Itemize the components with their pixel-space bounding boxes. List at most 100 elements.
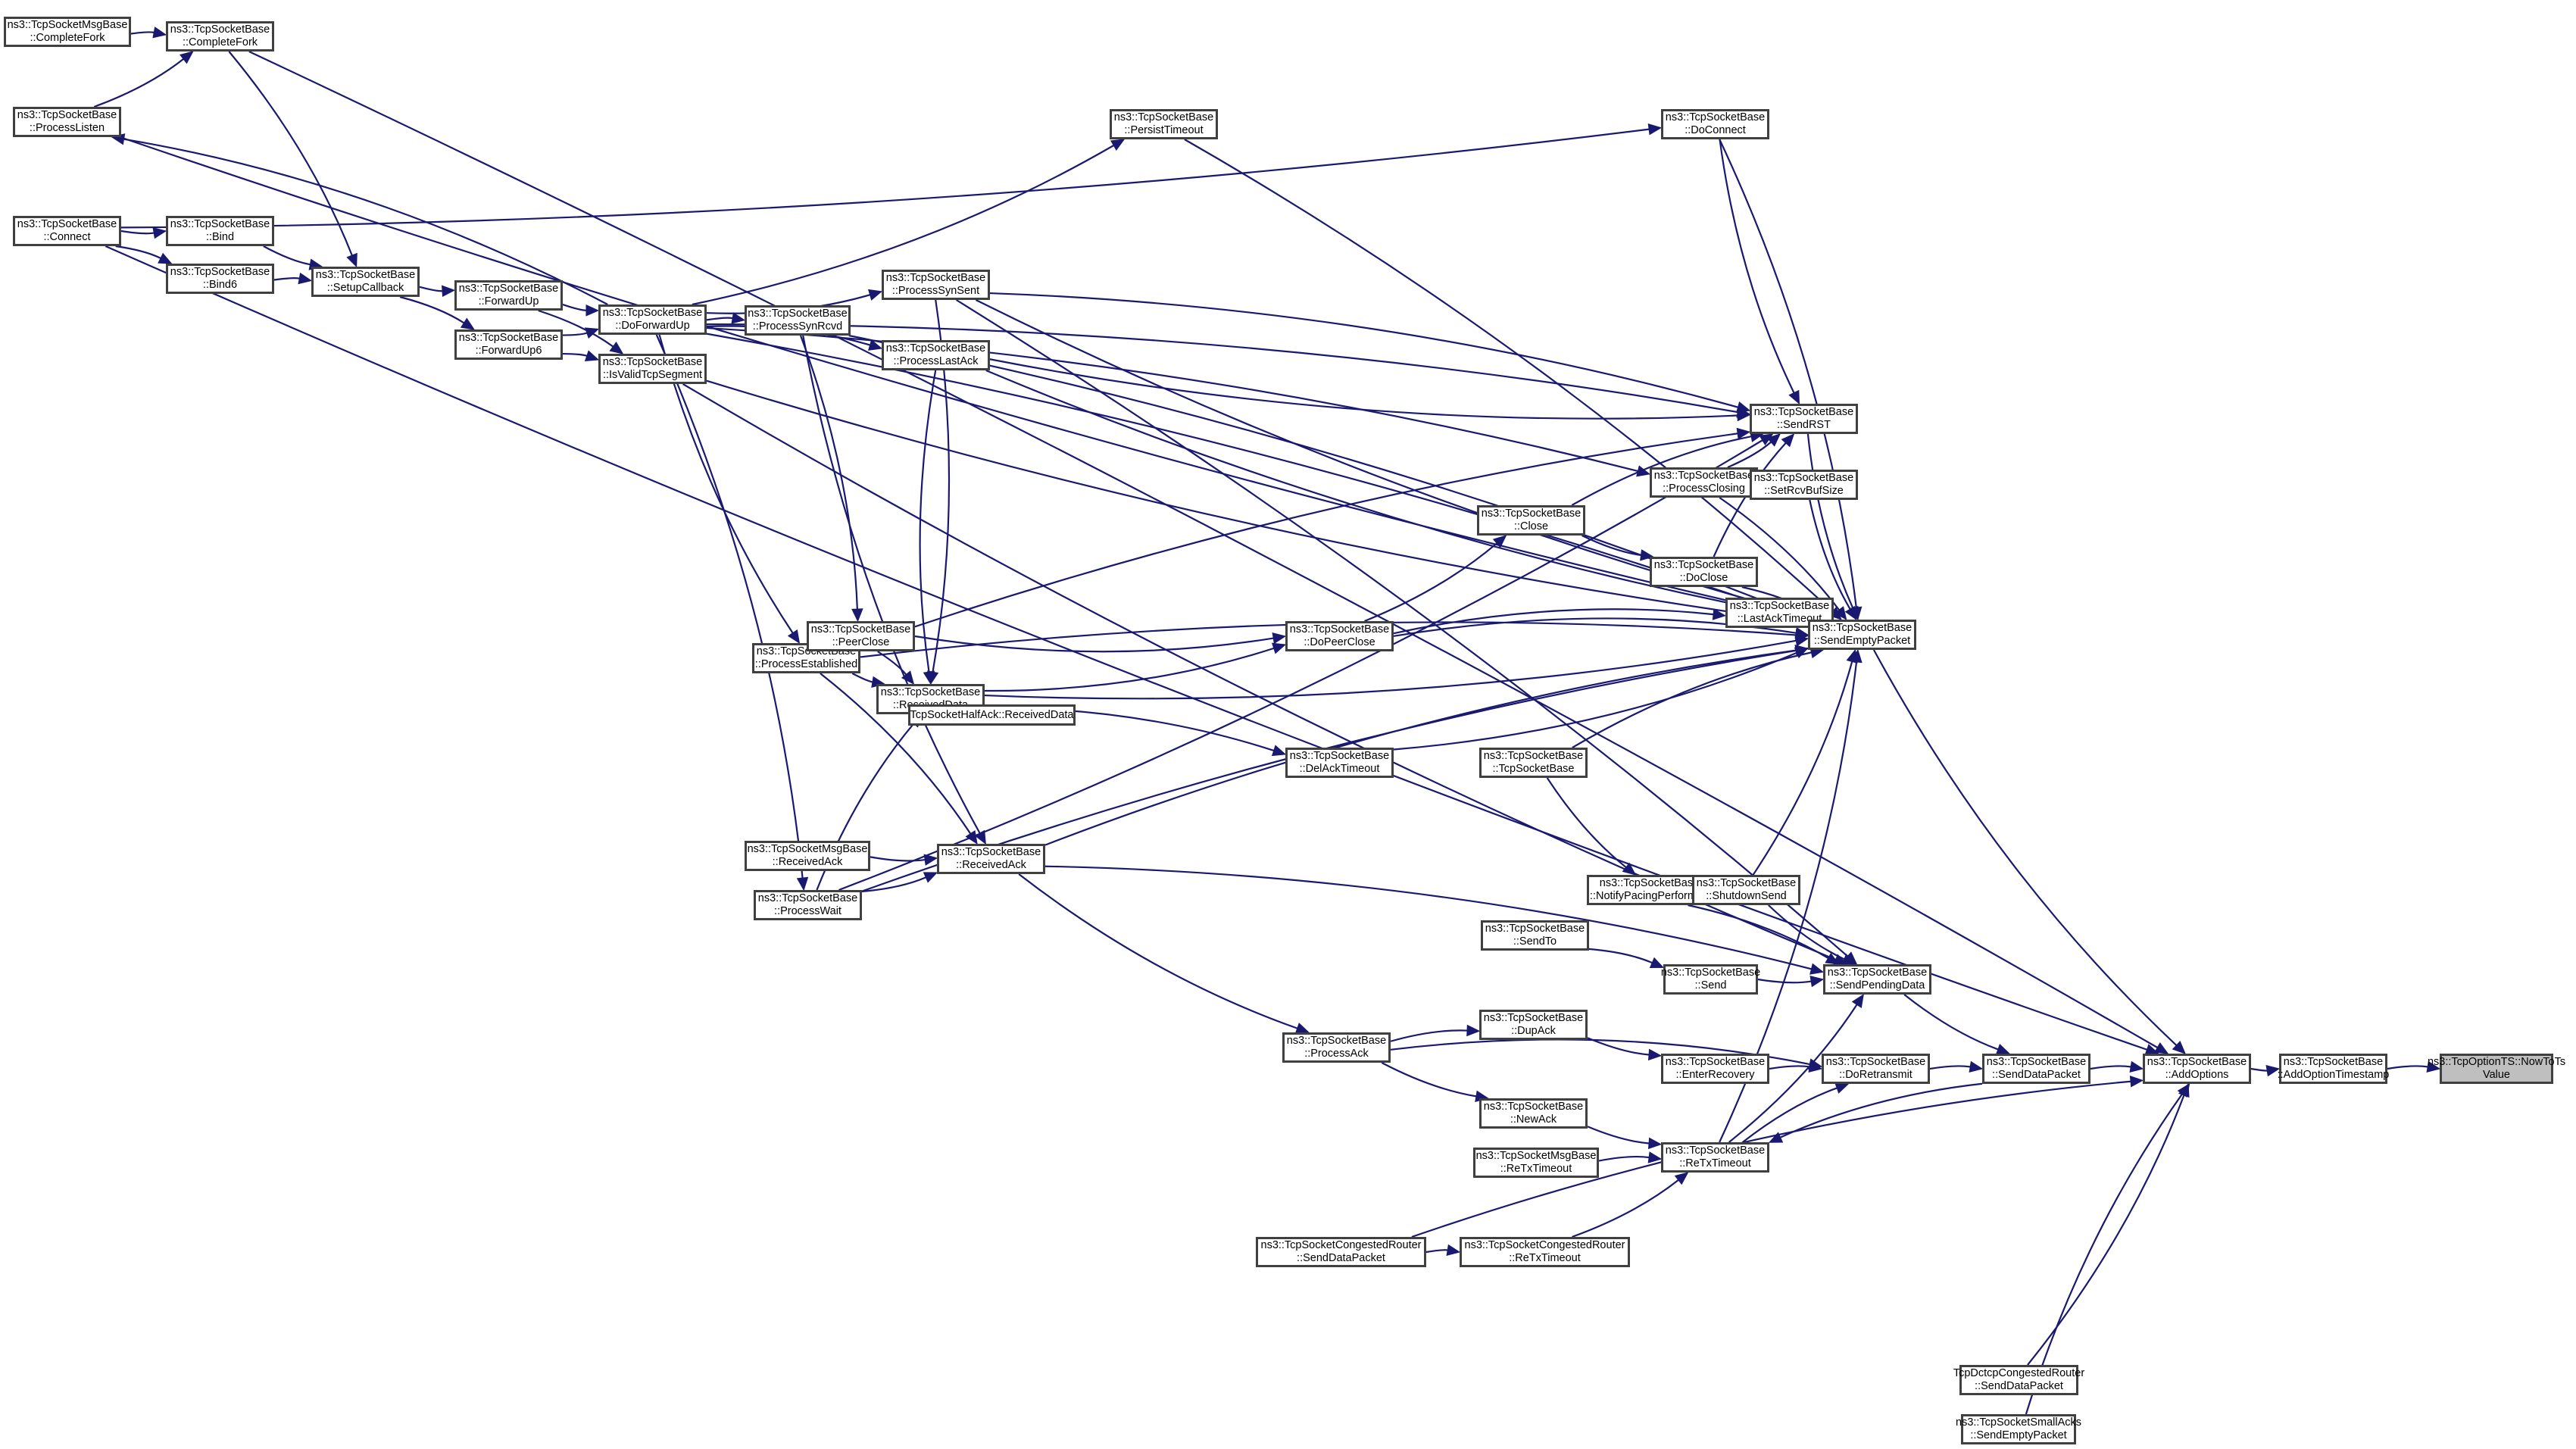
node-process-syn-sent[interactable]: ns3::TcpSocketBase::ProcessSynSent — [882, 270, 990, 300]
node-label-line: ns3::TcpSocketBase — [1286, 1035, 1387, 1047]
node-enter-recovery[interactable]: ns3::TcpSocketBase::EnterRecovery — [1661, 1054, 1769, 1084]
node-close[interactable]: ns3::TcpSocketBase::Close — [1477, 505, 1585, 536]
node-received-ack[interactable]: ns3::TcpSocketBase::ReceivedAck — [937, 844, 1045, 874]
edge-persist-timeout-to-send-empty-packet — [1184, 139, 1834, 612]
arrowhead-icon — [1843, 951, 1858, 965]
arrowhead-icon — [851, 608, 863, 623]
node-add-options[interactable]: ns3::TcpSocketBase::AddOptions — [2143, 1054, 2251, 1084]
node-send[interactable]: ns3::TcpSocketBase::Send — [1661, 964, 1760, 995]
arrowhead-icon — [1969, 1060, 1984, 1073]
node-connect[interactable]: ns3::TcpSocketBase::Connect — [13, 216, 121, 246]
edge-is-valid-tcp-segment-to-send-empty-packet — [706, 379, 1797, 623]
edge-notify-pacing-performed-to-send-pending-data — [1688, 904, 1829, 959]
node-forward-up6[interactable]: ns3::TcpSocketBase::ForwardUp6 — [454, 329, 563, 360]
edge-setup-callback-to-forward-up — [419, 286, 443, 292]
edge-connect-to-bind — [120, 230, 155, 235]
arrowhead-icon — [1272, 632, 1287, 645]
node-send-to[interactable]: ns3::TcpSocketBase::SendTo — [1481, 920, 1589, 951]
node-forward-up[interactable]: ns3::TcpSocketBase::ForwardUp — [454, 280, 563, 311]
arrowhead-icon — [1850, 606, 1863, 621]
node-process-wait[interactable]: ns3::TcpSocketBase::ProcessWait — [754, 890, 862, 920]
node-setup-callback[interactable]: ns3::TcpSocketBase::SetupCallback — [311, 267, 420, 297]
edge-del-ack-timeout-to-send-empty-packet — [1393, 651, 1797, 751]
node-do-close[interactable]: ns3::TcpSocketBase::DoClose — [1650, 557, 1758, 587]
node-label-line: ns3::TcpSocketBase — [1483, 1101, 1584, 1113]
edge-received-ack-to-send-empty-packet — [1044, 649, 1797, 846]
node-msg-received-ack[interactable]: ns3::TcpSocketMsgBase::ReceivedAck — [745, 841, 870, 871]
node-label-line: ::ReTxTimeout — [1500, 1163, 1572, 1175]
node-complete-fork[interactable]: ns3::TcpSocketBase::CompleteFork — [166, 21, 274, 52]
node-do-connect[interactable]: ns3::TcpSocketBase::DoConnect — [1661, 109, 1769, 139]
node-label-line: ns3::TcpSocketBase — [810, 623, 911, 635]
node-label-line: ::Send — [1694, 979, 1727, 992]
node-process-ack[interactable]: ns3::TcpSocketBase::ProcessAck — [1282, 1032, 1391, 1063]
node-re-tx-timeout[interactable]: ns3::TcpSocketBase::ReTxTimeout — [1661, 1142, 1769, 1173]
node-peer-close[interactable]: ns3::TcpSocketBase::PeerClose — [807, 621, 915, 651]
arrowhead-icon — [1736, 427, 1751, 440]
node-do-forward-up[interactable]: ns3::TcpSocketBase::DoForwardUp — [598, 304, 707, 335]
node-crre-tx-timeout[interactable]: ns3::TcpSocketCongestedRouter::ReTxTimeo… — [1460, 1237, 1630, 1267]
edge-connect-to-do-connect — [120, 128, 1650, 229]
node-del-ack-timeout[interactable]: ns3::TcpSocketBase::DelAckTimeout — [1285, 748, 1394, 778]
node-small-acks-send-empty-packet[interactable]: ns3::TcpSocketSmallAcks::SendEmptyPacket — [1956, 1414, 2081, 1444]
arrowhead-icon — [1649, 957, 1665, 969]
edge-do-peer-close-to-close — [1364, 542, 1497, 623]
node-label-line: TcpDctcpCongestedRouter — [1953, 1367, 2085, 1379]
edge-process-ack-to-dup-ack — [1390, 1029, 1468, 1042]
edge-process-established-to-received-ack — [820, 673, 972, 835]
node-label-line: ns3::TcpSocketBase — [170, 218, 270, 230]
node-send-pending-data[interactable]: ns3::TcpSocketBase::SendPendingData — [1823, 964, 1931, 995]
node-ctor[interactable]: ns3::TcpSocketBase::TcpSocketBase — [1479, 748, 1588, 778]
node-process-established[interactable]: ns3::TcpSocketBase::ProcessEstablished — [752, 643, 860, 673]
node-label-line: ns3::TcpSocketBase — [17, 218, 117, 230]
node-half-ack-received-data[interactable]: TcpSocketHalfAck::ReceivedData — [908, 704, 1076, 726]
node-process-last-ack[interactable]: ns3::TcpSocketBase::ProcessLastAck — [882, 340, 990, 370]
node-dup-ack[interactable]: ns3::TcpSocketBase::DupAck — [1479, 1010, 1588, 1040]
edge-forward-up6-to-do-forward-up — [562, 332, 588, 336]
edge-complete-fork-to-setup-callback — [228, 51, 353, 256]
node-label-line: ns3::TcpSocketBase — [1812, 622, 1912, 634]
node-label-line: ns3::TcpSocketBase — [1753, 406, 1854, 418]
node-crsend-data-packet[interactable]: ns3::TcpSocketCongestedRouter::SendDataP… — [1256, 1237, 1426, 1267]
arrowhead-icon — [901, 670, 915, 685]
node-bind[interactable]: ns3::TcpSocketBase::Bind — [166, 216, 274, 246]
node-send-data-packet[interactable]: ns3::TcpSocketBase::SendDataPacket — [1982, 1054, 2090, 1084]
node-label-line: ::Bind6 — [202, 279, 238, 291]
edge-bind-to-setup-callback — [263, 245, 311, 266]
node-do-peer-close[interactable]: ns3::TcpSocketBase::DoPeerClose — [1285, 621, 1394, 651]
arrowhead-icon — [2129, 1076, 2144, 1088]
node-shutdown-send[interactable]: ns3::TcpSocketBase::ShutdownSend — [1692, 875, 1800, 905]
node-process-listen[interactable]: ns3::TcpSocketBase::ProcessListen — [13, 107, 121, 137]
node-new-ack[interactable]: ns3::TcpSocketBase::NewAck — [1479, 1098, 1588, 1129]
node-label-line: ns3::TcpSocketBase — [2283, 1056, 2384, 1068]
node-dctcp-send-data-packet[interactable]: TcpDctcpCongestedRouter::SendDataPacket — [1953, 1365, 2084, 1395]
node-send-rst[interactable]: ns3::TcpSocketBase::SendRST — [1750, 404, 1858, 434]
node-persist-timeout[interactable]: ns3::TcpSocketBase::PersistTimeout — [1110, 109, 1218, 139]
node-set-rcv-buf-size[interactable]: ns3::TcpSocketBase::SetRcvBufSize — [1750, 470, 1858, 500]
node-process-syn-rcvd[interactable]: ns3::TcpSocketBase::ProcessSynRcvd — [745, 305, 851, 336]
node-label-line: ns3::TcpSocketBase — [1827, 967, 1928, 979]
node-process-closing[interactable]: ns3::TcpSocketBase::ProcessClosing — [1650, 467, 1758, 498]
arrowhead-icon — [152, 226, 167, 239]
node-label-line: ns3::TcpSocketBase — [880, 686, 981, 698]
node-label-line: ns3::TcpSocketBase — [748, 308, 848, 320]
node-bind6[interactable]: ns3::TcpSocketBase::Bind6 — [166, 264, 274, 294]
node-label-line: ns3::TcpSocketBase — [1289, 750, 1390, 762]
arrowhead-icon — [2154, 1042, 2169, 1054]
node-send-empty-packet[interactable]: ns3::TcpSocketBase::SendEmptyPacket — [1808, 620, 1916, 650]
node-add-option-timestamp[interactable]: ns3::TcpSocketBase::AddOptionTimestamp — [2278, 1054, 2389, 1084]
node-msg-re-tx-timeout[interactable]: ns3::TcpSocketMsgBase::ReTxTimeout — [1473, 1148, 1599, 1178]
edge-peer-close-to-received-data — [877, 651, 907, 676]
node-msg-complete-fork[interactable]: ns3::TcpSocketMsgBase::CompleteFork — [4, 17, 131, 47]
node-is-valid-tcp-segment[interactable]: ns3::TcpSocketBase::IsValidTcpSegment — [598, 354, 707, 384]
arrowhead-icon — [585, 304, 600, 317]
edge-close-to-do-close — [1582, 535, 1641, 556]
edge-crre-tx-timeout-to-re-tx-timeout — [1572, 1179, 1679, 1238]
node-do-retransmit[interactable]: ns3::TcpSocketBase::DoRetransmit — [1822, 1054, 1930, 1084]
edge-do-forward-up-to-process-closing — [706, 326, 1638, 473]
node-label-line: ns3::TcpSocketBase — [170, 266, 270, 278]
node-label-line: ns3::TcpSocketBase — [17, 109, 117, 121]
edge-new-ack-to-re-tx-timeout — [1587, 1126, 1650, 1145]
